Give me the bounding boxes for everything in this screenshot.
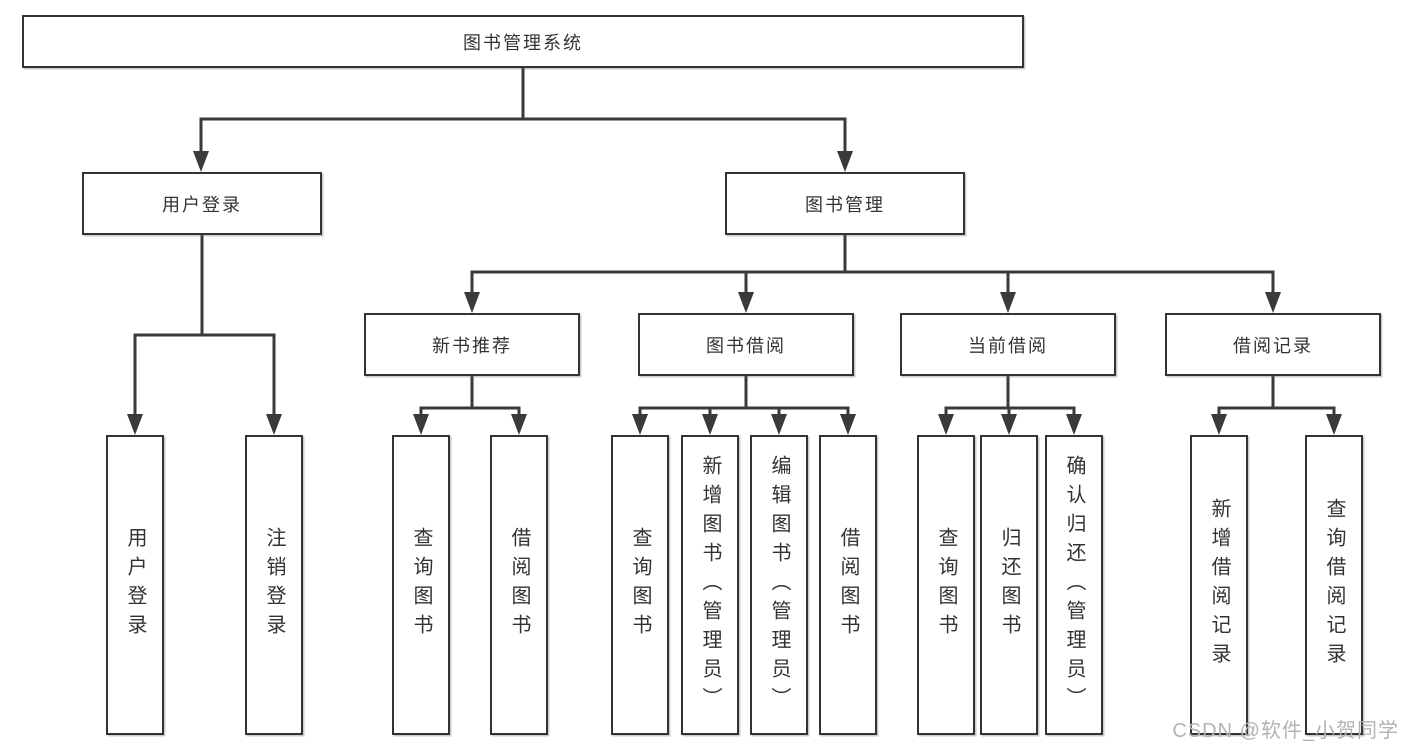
node-current-borrow: 当前借阅 [900, 313, 1116, 376]
leaf-borrow-add-book-admin: 新增图书（管理员） [681, 435, 739, 735]
node-new-book-recommend: 新书推荐 [364, 313, 580, 376]
node-book-management: 图书管理 [725, 172, 965, 235]
leaf-records-add-record: 新增借阅记录 [1190, 435, 1248, 735]
leaf-user-login: 用户登录 [106, 435, 164, 735]
node-root-system: 图书管理系统 [22, 15, 1024, 68]
leaf-records-query-record: 查询借阅记录 [1305, 435, 1363, 735]
leaf-borrow-borrow-book: 借阅图书 [819, 435, 877, 735]
node-borrow-records: 借阅记录 [1165, 313, 1381, 376]
leaf-current-return-book: 归还图书 [980, 435, 1038, 735]
node-user-login: 用户登录 [82, 172, 322, 235]
node-book-borrow: 图书借阅 [638, 313, 854, 376]
leaf-current-query-book: 查询图书 [917, 435, 975, 735]
leaf-borrow-query-book: 查询图书 [611, 435, 669, 735]
leaf-recommend-borrow-book: 借阅图书 [490, 435, 548, 735]
leaf-logout: 注销登录 [245, 435, 303, 735]
leaf-current-confirm-return-admin: 确认归还（管理员） [1045, 435, 1103, 735]
leaf-recommend-query-book: 查询图书 [392, 435, 450, 735]
leaf-borrow-edit-book-admin: 编辑图书（管理员） [750, 435, 808, 735]
